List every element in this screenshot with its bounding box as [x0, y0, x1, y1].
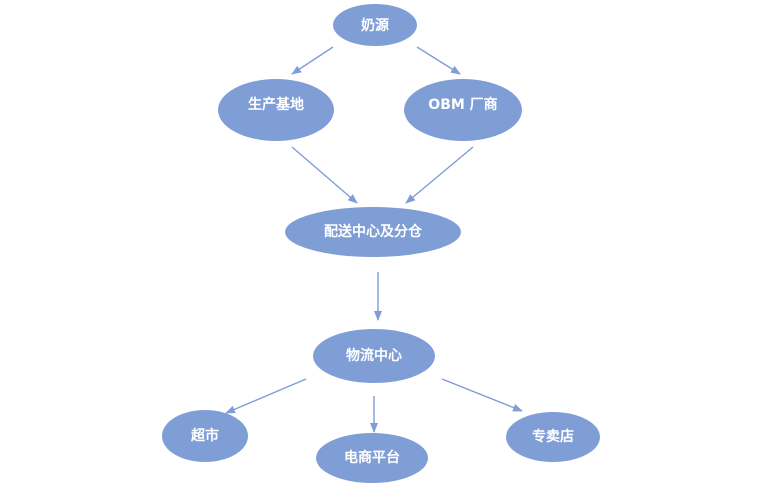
node-specialty-store: 专卖店	[506, 412, 600, 462]
node-ecommerce-platform-shape	[316, 433, 428, 483]
node-logistics-center-label: 物流中心	[346, 347, 402, 364]
node-logistics-center-shape	[313, 329, 435, 383]
node-ecommerce-platform-label: 电商平台	[344, 449, 400, 466]
arrow-logistics-center-to-specialty-store	[441, 378, 523, 412]
node-obm-factory-label: OBM 厂商	[428, 96, 497, 113]
node-supermarket-shape	[162, 410, 248, 462]
node-supermarket-label: 超市	[190, 427, 219, 444]
node-distribution-center-label: 配送中心及分仓	[324, 223, 423, 240]
node-milk-source-shape	[333, 4, 417, 46]
node-specialty-store-shape	[506, 412, 600, 462]
edges-group	[225, 46, 523, 433]
arrow-obm-factory-to-distribution-center	[405, 146, 474, 204]
node-milk-source: 奶源	[333, 4, 417, 46]
arrow-milk-source-to-production-base	[291, 46, 334, 75]
node-supermarket: 超市	[162, 410, 248, 462]
node-obm-factory-shape	[404, 79, 522, 141]
node-distribution-center-shape	[285, 207, 461, 257]
node-obm-factory: OBM 厂商	[404, 79, 522, 141]
node-ecommerce-platform: 电商平台	[316, 433, 428, 483]
node-production-base-shape	[218, 79, 334, 141]
arrow-production-base-to-distribution-center	[291, 146, 358, 204]
node-specialty-store-label: 专卖店	[532, 428, 574, 445]
arrow-logistics-center-to-supermarket	[225, 378, 307, 414]
node-production-base: 生产基地	[218, 79, 334, 141]
node-production-base-label: 生产基地	[248, 96, 304, 113]
node-milk-source-label: 奶源	[361, 17, 389, 34]
node-distribution-center: 配送中心及分仓	[285, 207, 461, 257]
node-logistics-center: 物流中心	[313, 329, 435, 383]
arrow-milk-source-to-obm-factory	[416, 46, 461, 75]
